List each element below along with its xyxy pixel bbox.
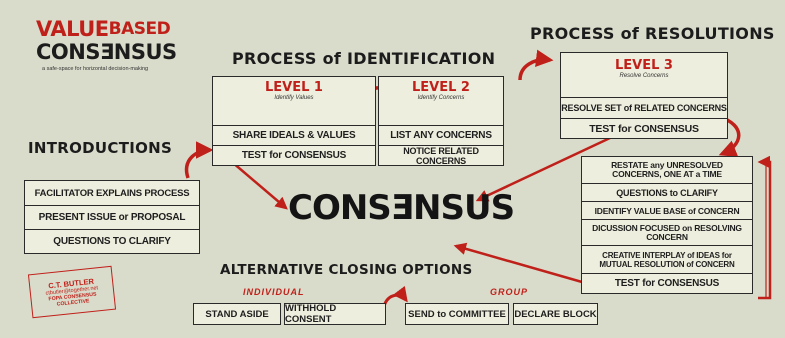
level3-title: LEVEL 3: [615, 58, 673, 73]
author-stamp: C.T. BUTLER ctbutler@together.net FOPA C…: [27, 265, 117, 319]
level2-box: LEVEL 2 Identify Concerns LIST ANY CONCE…: [378, 76, 504, 166]
closing-option-send-to-committee: SEND to COMMITTEE: [405, 303, 509, 325]
loop-row: QUESTIONS to CLARIFY: [582, 183, 752, 201]
loop-row: DICUSSION FOCUSED on RESOLVING CONCERN: [582, 219, 752, 245]
heading-alternative-closing: ALTERNATIVE CLOSING OPTIONS: [220, 262, 473, 278]
level1-row: SHARE IDEALS & VALUES: [213, 125, 375, 145]
arrow-loop-to-consensus: [453, 242, 583, 284]
loop-row: CREATIVE INTERPLAY of IDEAS for MUTUAL R…: [582, 245, 752, 273]
closing-option-stand-aside: STAND ASIDE: [193, 303, 281, 325]
arrow-closing-curl: [382, 285, 408, 307]
introductions-row: PRESENT ISSUE or PROPOSAL: [25, 205, 199, 229]
level2-row: LIST ANY CONCERNS: [379, 125, 503, 145]
arrow-level2-to-level3: [518, 49, 554, 81]
loop-row: RESTATE any UNRESOLVED CONCERNS, ONE AT …: [611, 160, 723, 179]
logo-based-text: BASED: [108, 19, 171, 39]
center-consensus: CONSƎNSUS: [288, 188, 515, 228]
level3-row: RESOLVE SET of RELATED CONCERNS: [561, 97, 727, 118]
level3-subtitle: Resolve Concerns: [619, 73, 669, 79]
heading-process-identification: PROCESS of IDENTIFICATION: [232, 49, 496, 68]
arrow-level3-to-consensus: [475, 136, 611, 202]
level1-box: LEVEL 1 Identify Values SHARE IDEALS & V…: [212, 76, 376, 166]
loop-row: IDENTIFY VALUE BASE of CONCERN: [582, 201, 752, 219]
loop-row: TEST for CONSENSUS: [582, 273, 752, 293]
arrow-level1-to-consensus: [231, 161, 288, 210]
logo-tagline: a safe-space for horizontal decision-mak…: [42, 66, 149, 72]
closing-option-declare-block: DECLARE BLOCK: [513, 303, 598, 325]
arrow-intro-to-level1: [184, 141, 214, 179]
logo: VALUEBASED CONSƎNSUS a safe-space for ho…: [36, 18, 216, 72]
heading-process-resolutions: PROCESS of RESOLUTIONS: [530, 24, 775, 43]
level1-title: LEVEL 1: [265, 80, 323, 95]
closing-individual-label: INDIVIDUAL: [243, 287, 305, 297]
closing-group-label: GROUP: [490, 287, 529, 297]
resolution-loop-box: RESTATE any UNRESOLVED CONCERNS, ONE AT …: [581, 156, 753, 294]
logo-value-text: VALUE: [36, 17, 109, 41]
level1-subtitle: Identify Values: [274, 95, 314, 101]
level2-subtitle: Identify Concerns: [417, 95, 465, 101]
closing-option-withhold-consent: WITHHOLD CONSENT: [284, 303, 386, 325]
logo-consensus-text: CONSƎNSUS: [36, 40, 177, 64]
heading-introductions: INTRODUCTIONS: [28, 139, 173, 157]
arrow-loop-feedback: [757, 155, 772, 300]
level1-row: TEST for CONSENSUS: [213, 145, 375, 165]
level3-row: TEST for CONSENSUS: [561, 118, 727, 138]
introductions-row: FACILITATOR EXPLAINS PROCESS: [34, 187, 190, 199]
level3-box: LEVEL 3 Resolve Concerns RESOLVE SET of …: [560, 52, 728, 139]
introductions-box: FACILITATOR EXPLAINS PROCESS PRESENT ISS…: [24, 180, 200, 254]
level2-title: LEVEL 2: [412, 80, 470, 95]
introductions-row: QUESTIONS TO CLARIFY: [25, 229, 199, 253]
level2-row: NOTICE RELATED CONCERNS: [379, 145, 503, 166]
